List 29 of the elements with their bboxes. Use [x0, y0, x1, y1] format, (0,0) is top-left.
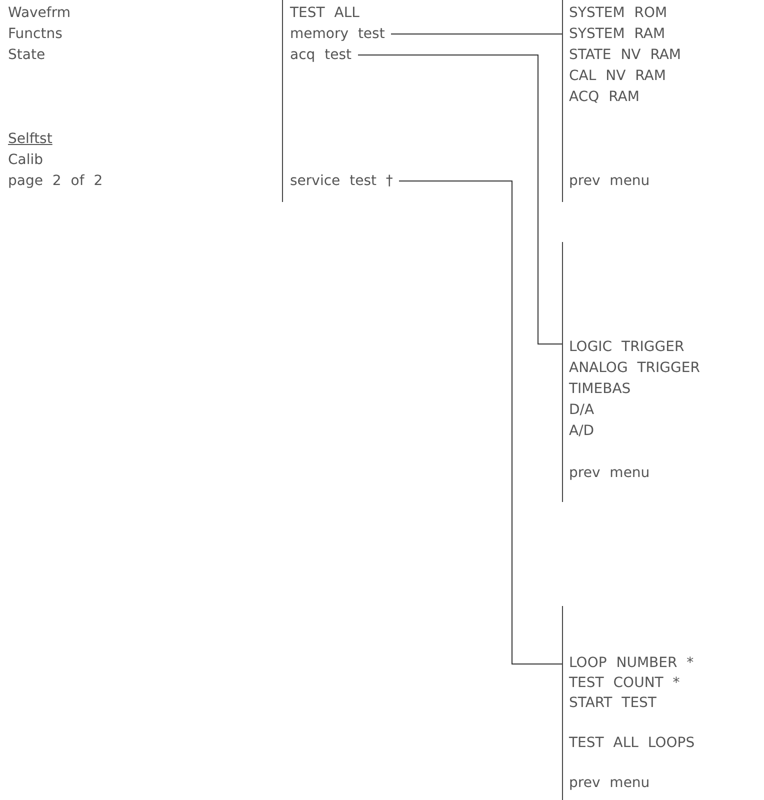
menu-item: CAL NV RAM — [569, 67, 666, 85]
menu-item: page 2 of 2 — [8, 172, 103, 190]
menu-item: TEST COUNT * — [569, 674, 680, 692]
menu-item: Wavefrm — [8, 4, 71, 22]
menu-item: Selftst — [8, 130, 52, 148]
menu-item: LOGIC TRIGGER — [569, 338, 684, 356]
menu-item: prev menu — [569, 464, 650, 482]
connector-line — [358, 54, 562, 344]
menu-item: prev menu — [569, 774, 650, 792]
menu-item: TEST ALL — [290, 4, 360, 22]
menu-item: LOOP NUMBER * — [569, 654, 694, 672]
menu-item: TIMEBAS — [569, 380, 631, 398]
menu-item: acq test — [290, 46, 352, 64]
menu-item: STATE NV RAM — [569, 46, 682, 64]
menu-item: SYSTEM RAM — [569, 25, 666, 43]
menu-item: memory test — [290, 25, 385, 43]
menu-item: SYSTEM ROM — [569, 4, 668, 22]
menu-item: Functns — [8, 25, 62, 43]
connector-line — [398, 180, 562, 664]
menu-item: D/A — [569, 401, 594, 419]
menu-item: service test † — [290, 172, 393, 190]
menu-item: A/D — [569, 422, 594, 440]
menu-item: TEST ALL LOOPS — [569, 734, 695, 752]
menu-item: START TEST — [569, 694, 656, 712]
menu-item: Calib — [8, 151, 44, 169]
menu-item: ANALOG TRIGGER — [569, 359, 700, 377]
menu-item: prev menu — [569, 172, 650, 190]
menu-item: State — [8, 46, 46, 64]
menu-item: ACQ RAM — [569, 88, 640, 106]
